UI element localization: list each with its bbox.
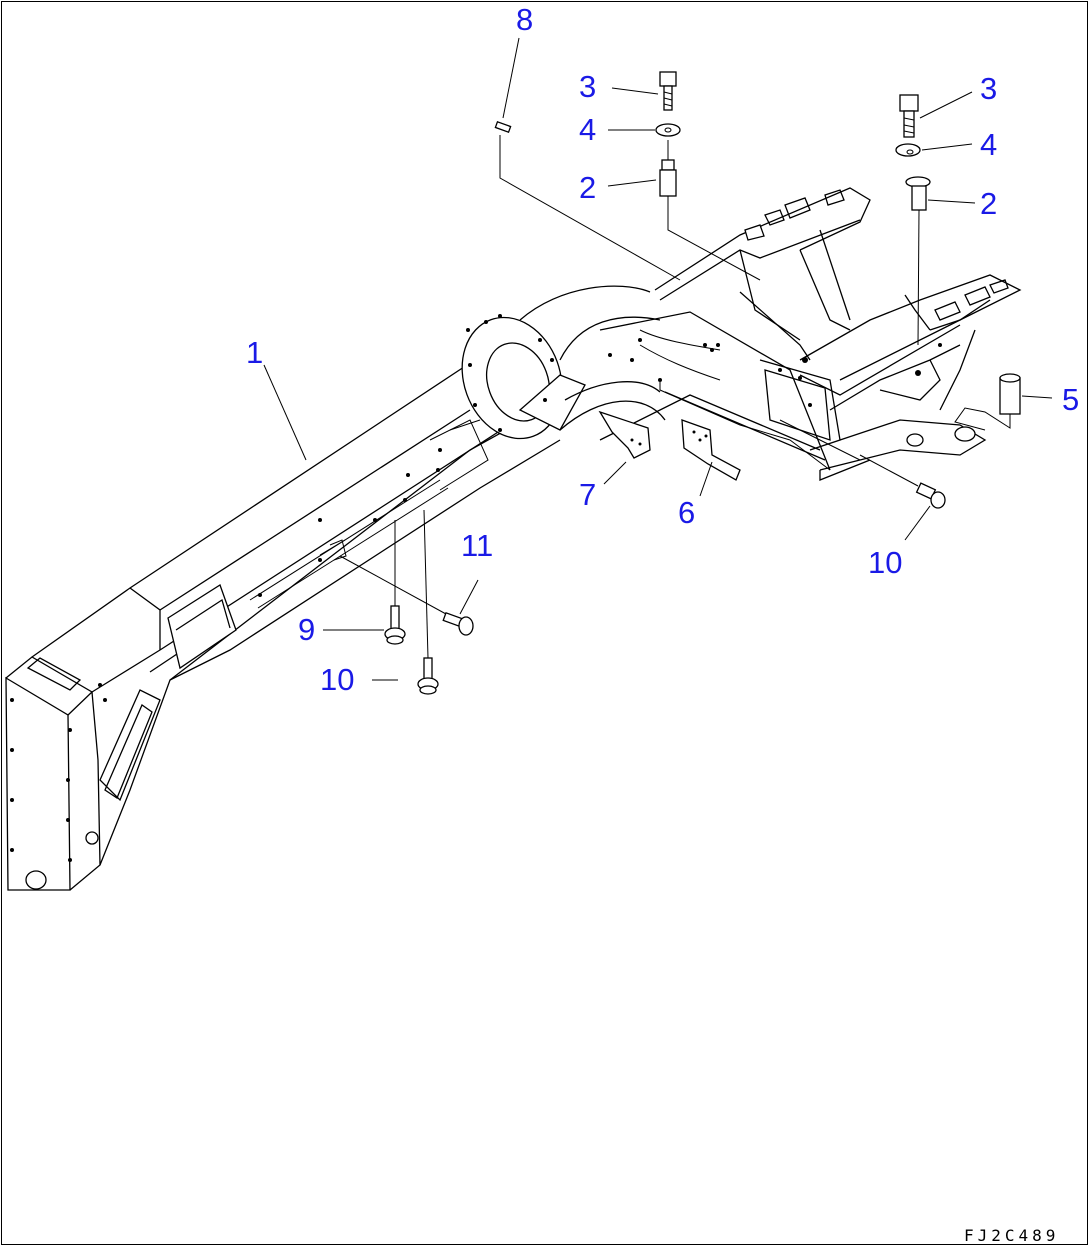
part-6-plate	[659, 382, 791, 481]
callout-6: 6	[678, 495, 695, 530]
rear-end-plate	[5, 676, 71, 891]
callout-3-left: 3	[579, 69, 596, 104]
callout-labels: 1 8 3 4 2 3 4 2 5 7 6 9 10 11 10	[246, 2, 1079, 697]
main-frame-drawing	[5, 187, 1022, 891]
callout-7: 7	[579, 477, 596, 512]
callout-3-right: 3	[980, 71, 997, 106]
part-3-bolt-left	[659, 71, 677, 111]
callout-1: 1	[246, 335, 263, 370]
part-11-bolt	[329, 539, 474, 636]
callout-8: 8	[516, 2, 533, 37]
boom-bracket	[167, 584, 237, 670]
part-9-bolt	[384, 520, 406, 645]
figure-code: FJ2C489	[964, 1226, 1059, 1245]
part-2-pin-left	[659, 140, 761, 281]
part-10-bolt-right	[859, 454, 946, 509]
callout-2-right: 2	[980, 186, 997, 221]
callout-9: 9	[298, 612, 315, 647]
callout-5: 5	[1062, 382, 1079, 417]
part-4-washer-left	[655, 123, 681, 137]
part-5-bushing	[954, 373, 1021, 431]
callout-4-left: 4	[579, 112, 596, 147]
part-3-bolt-right	[899, 94, 919, 138]
callout-10-left: 10	[320, 662, 354, 697]
part-8-pin	[494, 120, 681, 281]
callout-11: 11	[461, 528, 493, 563]
callout-10-right: 10	[868, 545, 902, 580]
part-10-bolt-left	[417, 509, 439, 695]
leader-lines	[263, 37, 1053, 681]
callout-4-right: 4	[980, 127, 997, 162]
rear-hitch-pin	[25, 870, 47, 890]
part-2-pin-right	[905, 176, 931, 346]
callout-2-left: 2	[579, 170, 596, 205]
part-7-plate	[598, 410, 651, 459]
rivet-dots	[10, 314, 942, 862]
